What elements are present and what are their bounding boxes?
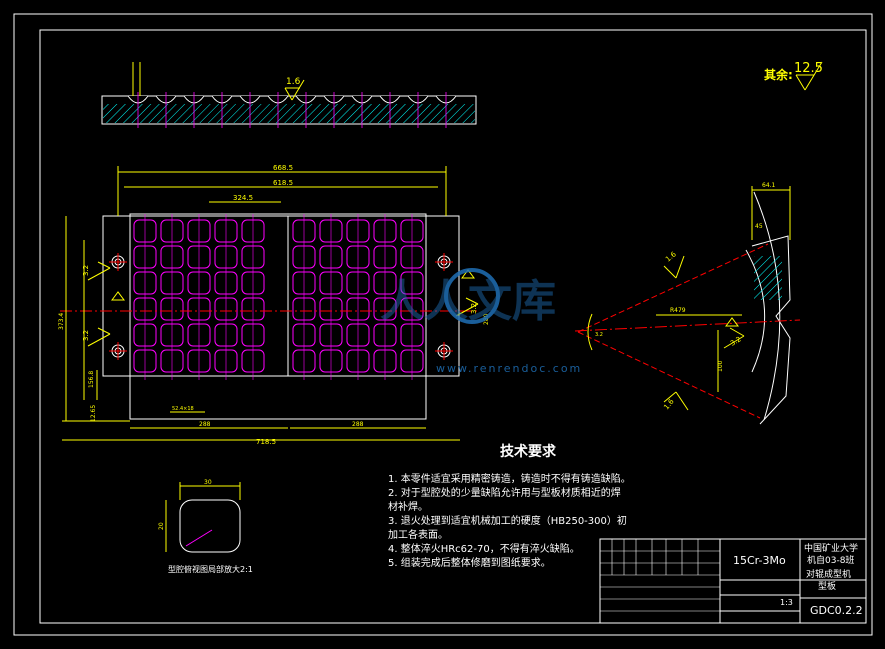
bolt-hole-icon (109, 253, 127, 271)
title-block (599, 538, 867, 624)
watermark: 人人文库 www.renrendoc.com (380, 268, 582, 375)
side-roughness-3: 3.2 (729, 335, 743, 347)
roughness-triangle-icon (795, 61, 823, 91)
side-arc-inner (745, 249, 766, 373)
watermark-text: 人人文库 (380, 276, 556, 327)
section-roughness: 1.6 (286, 77, 301, 87)
inner-frame (39, 29, 867, 624)
side-dim-vertical: 100 (717, 360, 724, 372)
tech-title: 技术要求 (500, 443, 557, 460)
side-centerline (574, 319, 801, 332)
bolt-hole-icon (435, 253, 453, 271)
plan-roughness-left-1: 3.2 (82, 265, 90, 276)
detail-outline (179, 499, 241, 553)
watermark-logo-icon (444, 268, 500, 324)
section-outline (101, 95, 477, 125)
side-view: 64.1 45 R479 3.2 100 1.6 1.6 3.2 (574, 182, 801, 425)
datum-triangle-icon (111, 269, 475, 301)
roughness-triangle-icon (87, 261, 479, 347)
dim-bottom-left: 288 (199, 421, 211, 428)
tb-material: 15Cr-3Mo (733, 554, 786, 567)
tech-item: 5. 组装完成后整体修磨到图纸要求。 (388, 556, 551, 569)
side-dim-radius: R479 (670, 307, 686, 314)
plan-cavity-cells (133, 214, 424, 380)
section-top-dims (132, 62, 141, 96)
datum-triangle-icon (725, 317, 739, 327)
title-block-grid (600, 539, 720, 612)
side-dim-small: 3.2 (595, 332, 603, 338)
roughness-note: 其余: 12.5 (764, 61, 823, 91)
plan-view: 668.5 618.5 324.5 288 288 718.5 373.4 15… (58, 164, 490, 446)
roughness-note-label: 其余: (764, 67, 793, 82)
tech-item: 1. 本零件适宜采用精密铸造，铸造时不得有铸造缺陷。 (388, 472, 631, 485)
tech-item: 加工各表面。 (388, 528, 448, 541)
side-dimension-lines (587, 186, 791, 392)
side-arc-outer (753, 191, 781, 421)
bolt-hole-icon (435, 342, 453, 360)
outer-frame (13, 13, 873, 636)
dim-overall-top: 668.5 (273, 164, 293, 172)
tb-drawing-no: GDC0.2.2 (810, 604, 863, 617)
side-ray-top (577, 243, 769, 333)
dim-overall-height: 373.4 (58, 313, 65, 330)
dim-cell-pitch: 52.4×18 (172, 406, 194, 412)
plan-roughness-right: 3.2 (470, 303, 478, 314)
tech-item: 材补焊。 (388, 500, 428, 513)
tech-requirements: 技术要求 1. 本零件适宜采用精密铸造，铸造时不得有铸造缺陷。 2. 对于型腔处… (388, 443, 631, 569)
section-hatch (103, 104, 475, 123)
dim-left-small: 156.8 (88, 371, 95, 388)
bolt-hole-icon (109, 342, 127, 360)
plan-cavity-frame (129, 213, 427, 420)
section-pockets (127, 92, 457, 128)
dim-bottom-small: 12.65 (90, 405, 97, 422)
tech-item: 4. 整体淬火HRc62-70，不得有淬火缺陷。 (388, 542, 580, 555)
dim-bottom-right: 288 (352, 421, 364, 428)
side-hatch (754, 256, 782, 300)
detail-dimension-lines (165, 482, 241, 552)
detail-dim-width: 30 (204, 479, 212, 486)
dim-inner-top: 618.5 (273, 179, 293, 187)
plan-outline (102, 215, 460, 377)
side-roughness-1: 1.6 (664, 250, 678, 264)
side-profile (751, 235, 791, 425)
watermark-url: www.renrendoc.com (436, 362, 582, 375)
bolt-holes (109, 253, 453, 360)
side-ray-bottom (577, 331, 761, 419)
plan-roughness-left-2: 3.2 (82, 330, 90, 341)
side-roughness-2: 1.6 (662, 397, 676, 411)
tb-school-line2: 机自03-8班 (807, 554, 854, 566)
side-dim-top-width: 64.1 (762, 182, 776, 189)
side-dim-top-offset: 45 (755, 223, 763, 230)
roughness-triangle-icon (663, 255, 745, 411)
tech-item: 2. 对于型腔处的少量缺陷允许用与型板材质相近的焊 (388, 486, 621, 499)
detail-leader (185, 529, 213, 547)
tb-part-line1: 对辊成型机 (806, 568, 851, 580)
roughness-note-value: 12.5 (794, 61, 823, 76)
plan-dimension-lines (62, 166, 460, 441)
tb-part-line2: 型板 (818, 580, 836, 592)
roughness-triangle-icon (284, 79, 305, 101)
dim-cavity-half: 324.5 (233, 194, 253, 202)
tb-school-line1: 中国矿业大学 (804, 542, 858, 554)
detail-dim-height: 20 (158, 522, 165, 530)
detail-view: 30 20 型腔俯视图局部放大2:1 (158, 479, 253, 574)
detail-caption: 型腔俯视图局部放大2:1 (168, 564, 253, 574)
dim-overall-bottom: 718.5 (256, 438, 276, 446)
section-view: 1.6 (101, 62, 477, 128)
tb-scale: 1:3 (780, 598, 793, 607)
tech-item: 3. 退火处理到适宜机械加工的硬度（HB250-300）初 (388, 514, 627, 527)
